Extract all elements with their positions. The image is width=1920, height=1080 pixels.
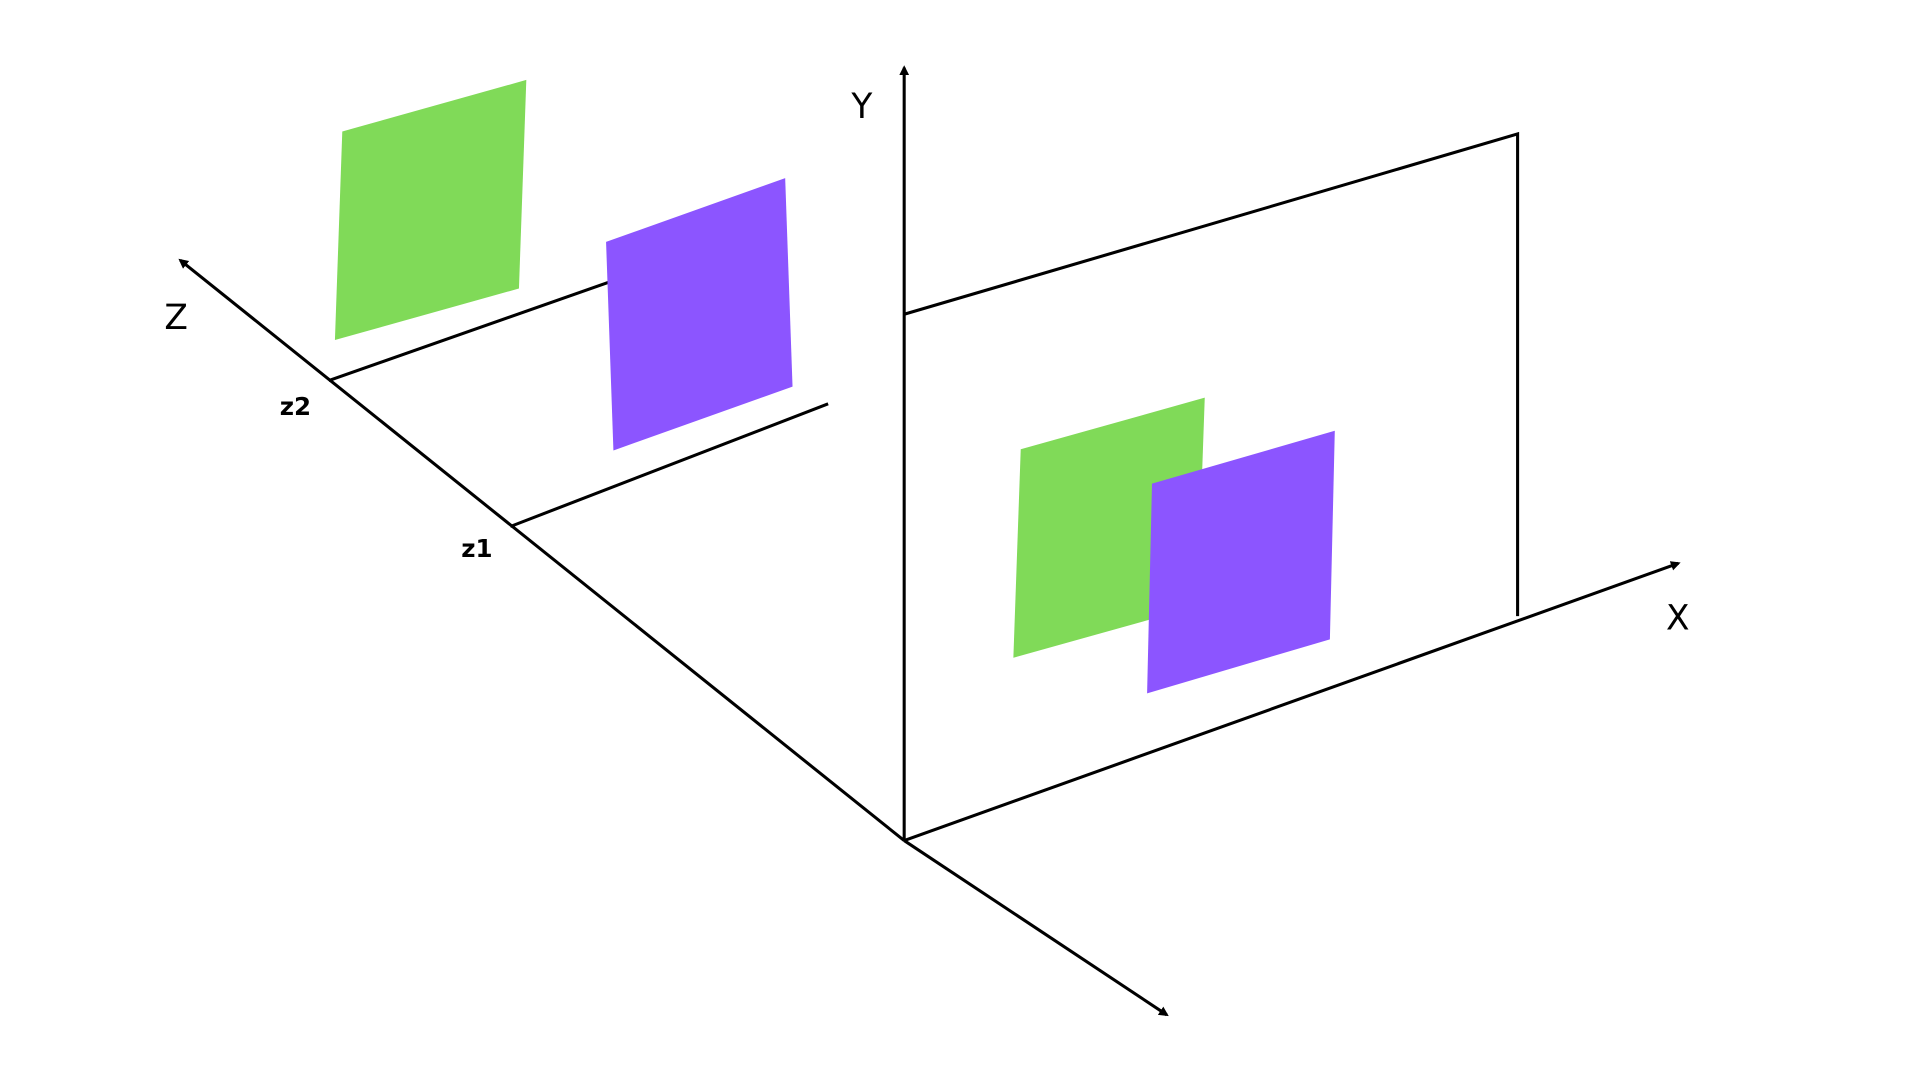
z2-guide-line (328, 280, 610, 382)
z2-tick-label: z2 (280, 392, 311, 421)
y-axis-label: Y (850, 87, 873, 127)
green-plane-z2 (334, 79, 527, 341)
z-axis-label: Z (164, 298, 188, 338)
x-axis-label: X (1666, 599, 1690, 639)
x-axis (903, 561, 1681, 843)
z1-tick-label: z1 (461, 534, 492, 563)
projection-frame (903, 131, 1520, 617)
purple-plane-z1 (606, 178, 793, 451)
z1-guide-line (509, 402, 829, 528)
purple-plane-projected (1147, 430, 1335, 694)
depth-axis (903, 839, 1169, 1017)
z-axis (178, 258, 906, 842)
